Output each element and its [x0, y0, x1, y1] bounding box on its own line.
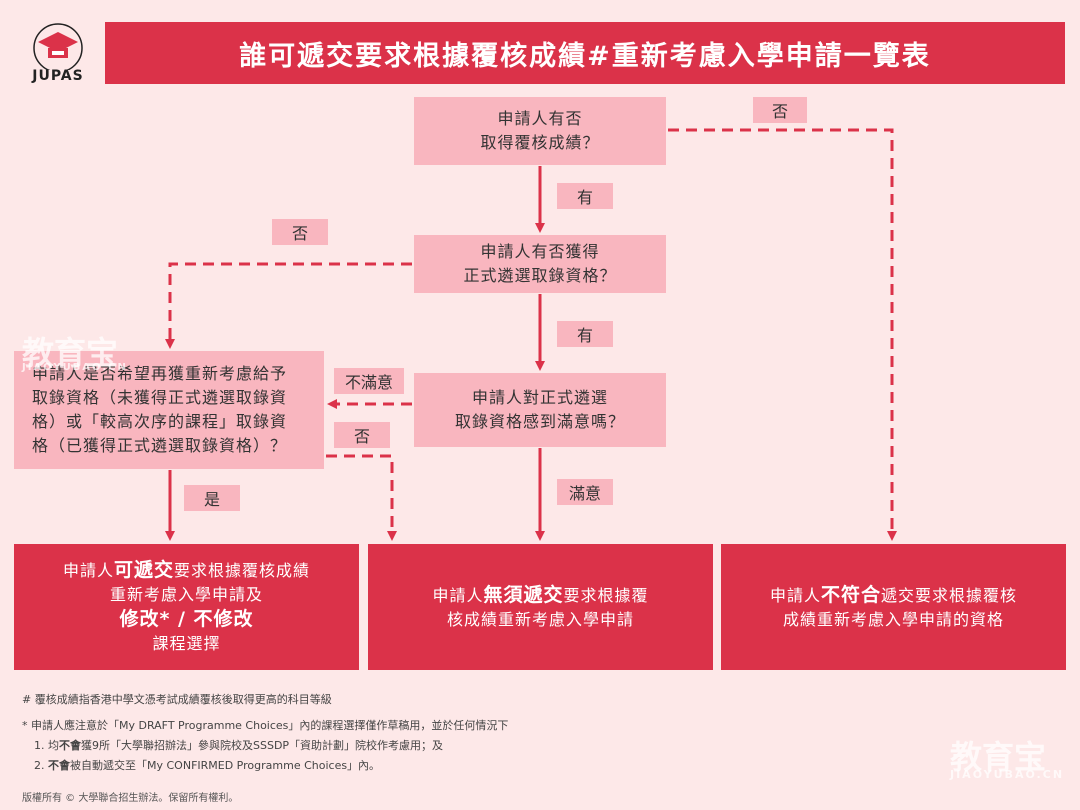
footnotes: # 覆核成績指香港中學文憑考試成績覆核後取得更高的科目等級 * 申請人應注意於「… — [22, 690, 508, 776]
note-3: 1. 均不會獲9所「大學聯招辦法」參與院校及SSSDP「資助計劃」院校作考慮用；… — [34, 739, 444, 752]
label-q2-yes: 有 — [557, 321, 613, 347]
note-4: 2. 不會被自動遞交至「My CONFIRMED Programme Choic… — [34, 759, 381, 772]
question-q1: 申請人有否取得覆核成績？ — [414, 97, 666, 165]
connector-q1-r3 — [668, 128, 897, 541]
copyright: 版權所有 © 大學聯合招生辦法。保留所有權利。 — [22, 793, 239, 804]
label-q3-satisfied: 滿意 — [557, 479, 613, 505]
label-q2-no: 否 — [272, 219, 328, 245]
watermark-domain-right: JIAOYUBAO.CN — [950, 768, 1065, 781]
watermark-brand-right: 教育宝 — [950, 738, 1047, 776]
label-q1-yes: 有 — [557, 183, 613, 209]
label-q3-unsatisfied: 不滿意 — [334, 368, 404, 394]
note-2: * 申請人應注意於「My DRAFT Programme Choices」內的課… — [22, 719, 509, 732]
jupas-logo: JUPAS — [14, 18, 102, 92]
question-q4: 申請人是否希望再獲重新考慮給予取錄資格（未獲得正式遴選取錄資格）或「較高次序的課… — [14, 351, 324, 469]
result-r3: 申請人不符合遞交要求根據覆核 成績重新考慮入學申請的資格 — [721, 544, 1066, 670]
logo-text: JUPAS — [32, 68, 84, 84]
page-title: 誰可遞交要求根據覆核成績#重新考慮入學申請一覽表 — [105, 22, 1065, 84]
label-q1-no: 否 — [753, 97, 807, 123]
watermark-domain-left: JIAOYUBAO.CN — [22, 362, 128, 373]
question-q3: 申請人對正式遴選取錄資格感到滿意嗎？ — [414, 373, 666, 447]
result-r1: 申請人可遞交要求根據覆核成績 重新考慮入學申請及 修改* / 不修改 課程選擇 — [14, 544, 359, 670]
note-1: # 覆核成績指香港中學文憑考試成績覆核後取得更高的科目等級 — [22, 693, 332, 706]
result-r2: 申請人無須遞交要求根據覆 核成績重新考慮入學申請 — [368, 544, 713, 670]
watermark-brand-left: 教育宝 — [22, 334, 119, 372]
question-q2: 申請人有否獲得正式遴選取錄資格？ — [414, 235, 666, 293]
connector-q2-q4 — [165, 262, 412, 349]
connector-q4-r2 — [326, 454, 397, 541]
label-q4-yes: 是 — [184, 485, 240, 511]
label-q4-no: 否 — [334, 422, 390, 448]
